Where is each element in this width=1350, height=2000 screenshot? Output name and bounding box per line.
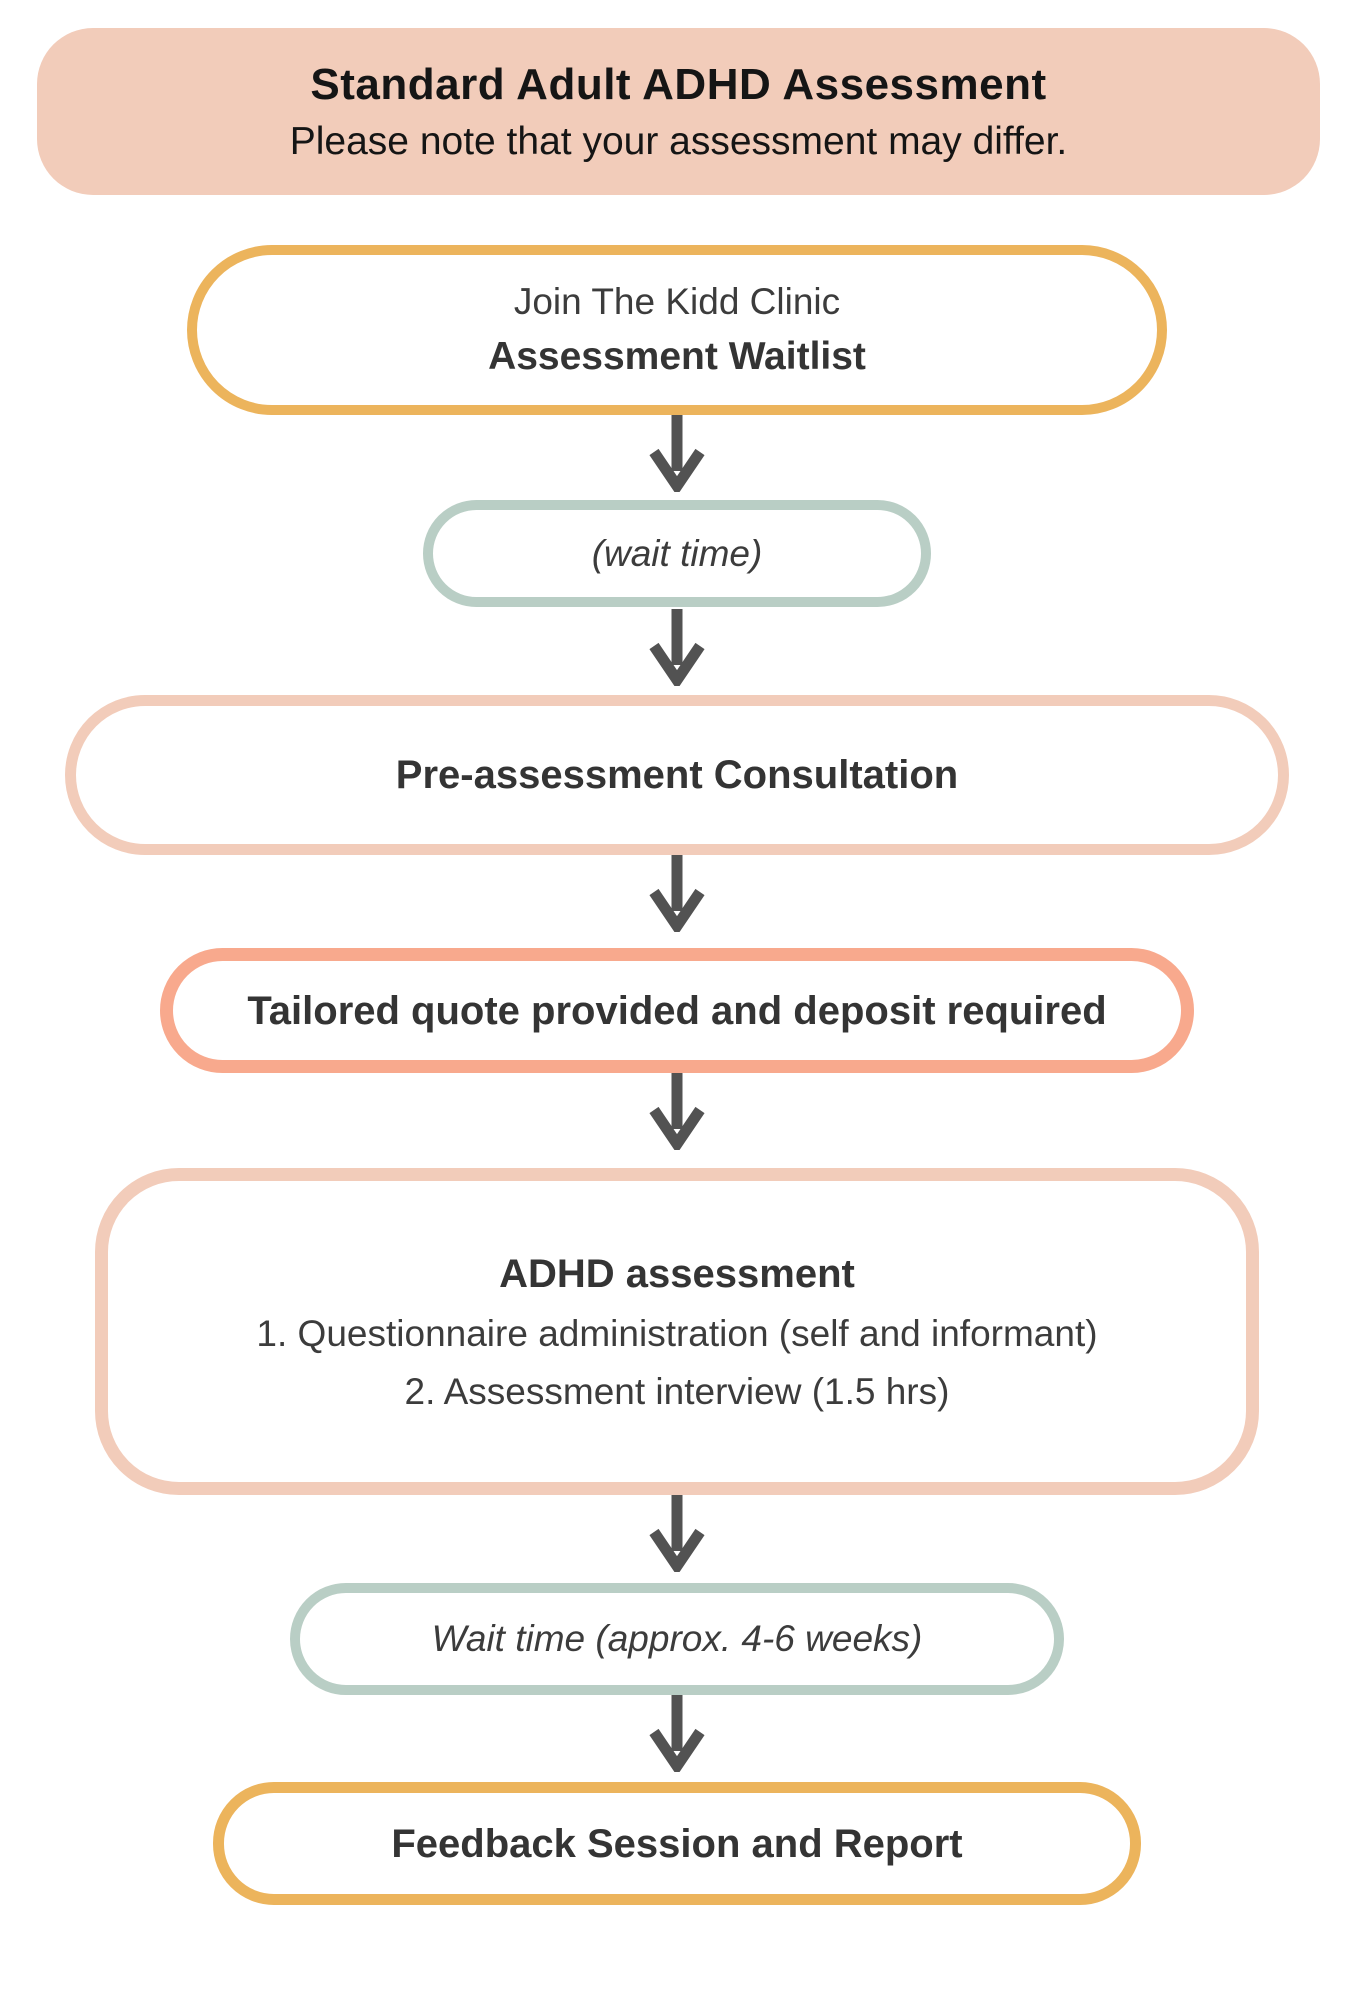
step-tailored-quote-label: Tailored quote provided and deposit requ…: [247, 988, 1107, 1033]
step-wait-time: (wait time): [423, 500, 931, 607]
page-title: Standard Adult ADHD Assessment: [310, 59, 1047, 109]
step-tailored-quote: Tailored quote provided and deposit requ…: [160, 948, 1194, 1073]
step-adhd-assessment-title: ADHD assessment: [499, 1252, 855, 1297]
step-join-waitlist-line1: Join The Kidd Clinic: [513, 280, 841, 322]
page-subtitle: Please note that your assessment may dif…: [289, 119, 1068, 163]
step-wait-time-4-6-weeks: Wait time (approx. 4-6 weeks): [290, 1583, 1064, 1695]
step-feedback-session: Feedback Session and Report: [213, 1782, 1141, 1905]
down-arrow-icon: [649, 1073, 705, 1150]
step-feedback-session-label: Feedback Session and Report: [391, 1821, 963, 1866]
down-arrow-icon: [649, 609, 705, 686]
step-wait-time-4-6-weeks-label: Wait time (approx. 4-6 weeks): [431, 1618, 923, 1659]
step-adhd-assessment: ADHD assessment 1. Questionnaire adminis…: [95, 1168, 1259, 1495]
step-join-waitlist: Join The Kidd Clinic Assessment Waitlist: [187, 245, 1167, 415]
down-arrow-icon: [649, 1495, 705, 1572]
down-arrow-icon: [649, 855, 705, 932]
header-banner: Standard Adult ADHD Assessment Please no…: [37, 28, 1320, 195]
step-adhd-assessment-item2: 2. Assessment interview (1.5 hrs): [404, 1370, 950, 1412]
step-join-waitlist-line2: Assessment Waitlist: [488, 334, 866, 378]
step-pre-assessment-consultation-label: Pre-assessment Consultation: [395, 753, 959, 797]
down-arrow-icon: [649, 1695, 705, 1772]
step-pre-assessment-consultation: Pre-assessment Consultation: [65, 695, 1289, 855]
down-arrow-icon: [649, 415, 705, 492]
step-adhd-assessment-item1: 1. Questionnaire administration (self an…: [256, 1313, 1098, 1355]
step-wait-time-label: (wait time): [591, 532, 763, 574]
